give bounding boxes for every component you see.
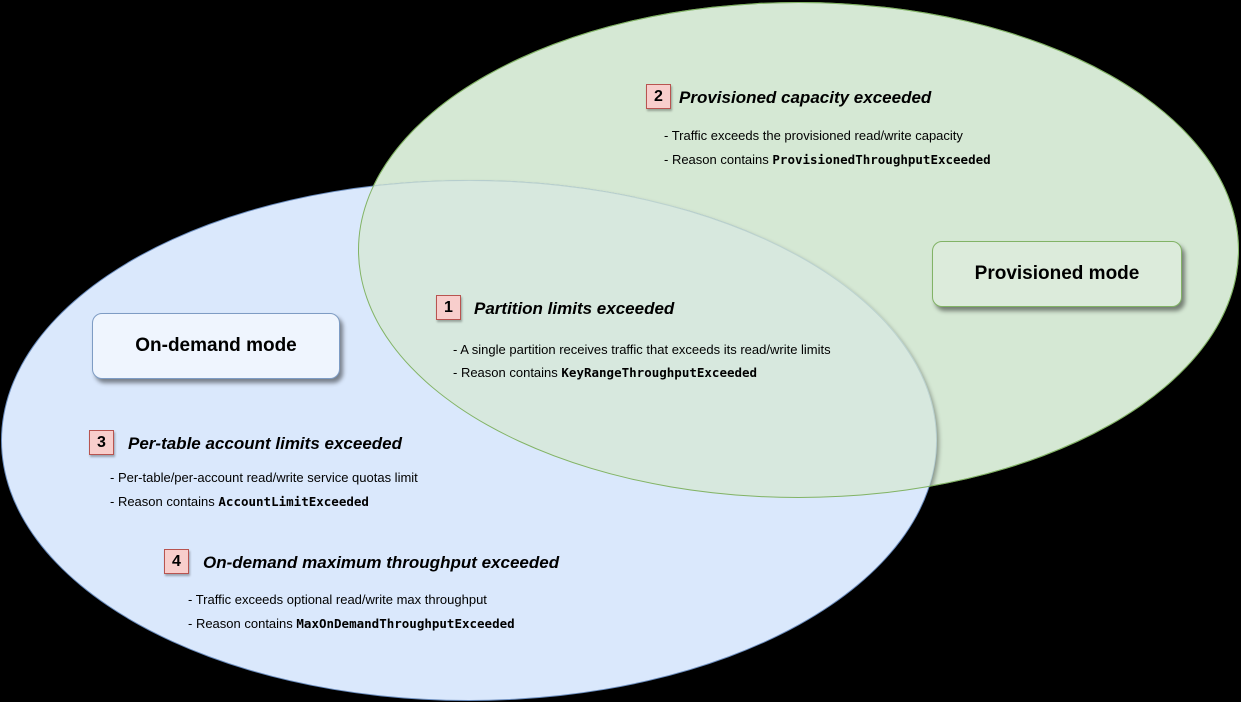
item-1-detail-text: - Reason contains — [453, 365, 562, 380]
item-2-detail-line: - Traffic exceeds the provisioned read/w… — [664, 128, 963, 143]
item-1-number-badge: 1 — [436, 295, 461, 320]
item-2-detail-code: ProvisionedThroughputExceeded — [772, 152, 991, 167]
item-4-detail-line: - Reason contains MaxOnDemandThroughputE… — [188, 616, 515, 631]
item-1-detail-line: - A single partition receives traffic th… — [453, 342, 831, 357]
item-1-detail-text: - A single partition receives traffic th… — [453, 342, 831, 357]
provisioned-mode-label: Provisioned mode — [932, 241, 1182, 307]
item-4-detail-code: MaxOnDemandThroughputExceeded — [296, 616, 515, 631]
item-3-detail-code: AccountLimitExceeded — [218, 494, 369, 509]
item-3-title: Per-table account limits exceeded — [128, 434, 402, 453]
item-1-detail-line: - Reason contains KeyRangeThroughputExce… — [453, 365, 757, 380]
item-2-detail-line: - Reason contains ProvisionedThroughputE… — [664, 152, 991, 167]
provisioned-ellipse-outline — [358, 2, 1239, 498]
item-4-detail-line: - Traffic exceeds optional read/write ma… — [188, 592, 487, 607]
item-2-detail-text: - Traffic exceeds the provisioned read/w… — [664, 128, 963, 143]
item-2-detail-text: - Reason contains — [664, 152, 773, 167]
item-2-number-badge: 2 — [646, 84, 671, 109]
item-3-detail-text: - Per-table/per-account read/write servi… — [110, 470, 418, 485]
item-1-title: Partition limits exceeded — [474, 299, 675, 318]
item-4-title: On-demand maximum throughput exceeded — [203, 553, 560, 572]
item-3-number-badge: 3 — [89, 430, 114, 455]
item-3-detail-line: - Per-table/per-account read/write servi… — [110, 470, 418, 485]
item-3-detail-text: - Reason contains — [110, 494, 219, 509]
item-2-title: Provisioned capacity exceeded — [679, 88, 932, 107]
item-1-detail-code: KeyRangeThroughputExceeded — [561, 365, 758, 380]
item-4-detail-text: - Traffic exceeds optional read/write ma… — [188, 592, 487, 607]
item-4-detail-text: - Reason contains — [188, 616, 297, 631]
on-demand-mode-label: On-demand mode — [92, 313, 340, 379]
item-4-number-badge: 4 — [164, 549, 189, 574]
item-3-detail-line: - Reason contains AccountLimitExceeded — [110, 494, 369, 509]
